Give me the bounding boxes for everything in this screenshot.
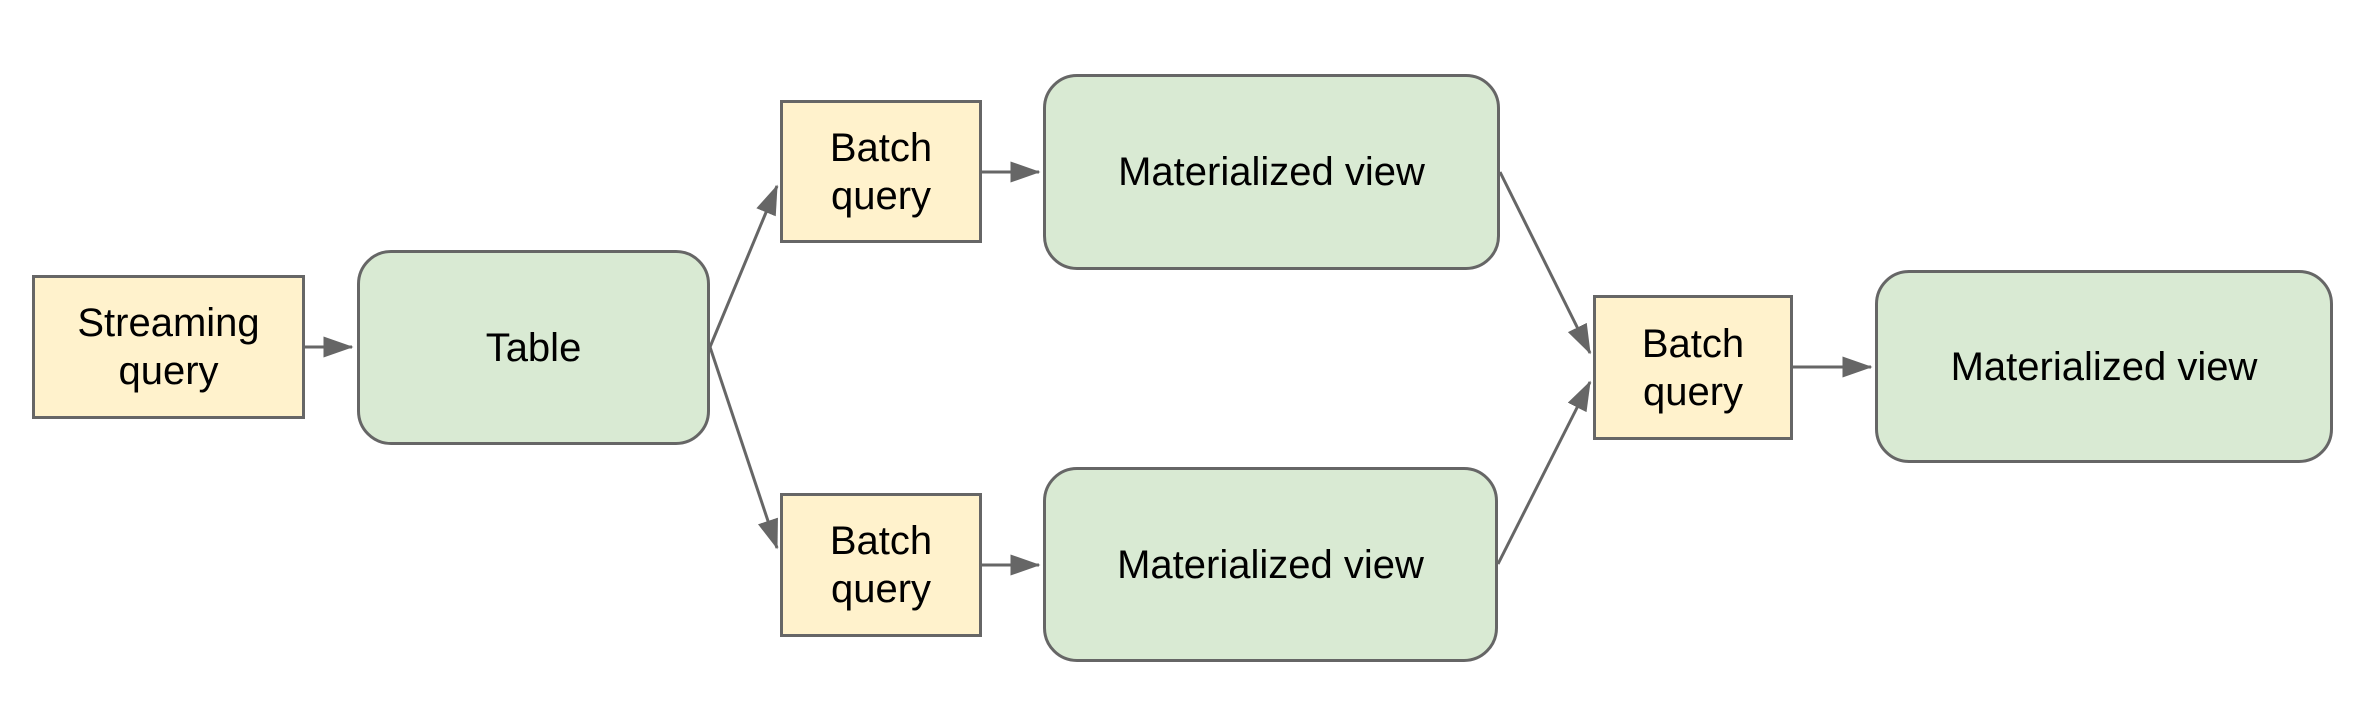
node-materialized-view-top: Materialized view <box>1043 74 1500 270</box>
node-streaming-query-label: Streaming query <box>77 301 260 393</box>
node-table: Table <box>357 250 710 445</box>
node-batch-query-bottom: Batch query <box>780 493 982 637</box>
node-batch-query-center: Batch query <box>1593 295 1793 440</box>
node-table-label: Table <box>485 325 582 370</box>
node-materialized-view-bottom: Materialized view <box>1043 467 1498 662</box>
node-materialized-view-final: Materialized view <box>1875 270 2333 463</box>
edge-materialized-view-top-to-batch-query-center <box>1498 171 1592 355</box>
node-batch-query-center-label: Batch query <box>1641 321 1745 414</box>
node-batch-query-bottom-label: Batch query <box>829 519 933 611</box>
node-streaming-query: Streaming query <box>32 275 305 419</box>
node-materialized-view-bottom-label: Materialized view <box>1117 542 1424 587</box>
edge-table-to-batch-query-top <box>708 184 779 348</box>
node-materialized-view-final-label: Materialized view <box>1950 344 2258 389</box>
node-materialized-view-top-label: Materialized view <box>1118 150 1425 194</box>
node-batch-query-top: Batch query <box>780 100 982 243</box>
edge-materialized-view-bottom-to-batch-query-center <box>1496 380 1592 565</box>
node-batch-query-top-label: Batch query <box>829 125 933 218</box>
edge-table-to-batch-query-bottom <box>708 346 779 550</box>
